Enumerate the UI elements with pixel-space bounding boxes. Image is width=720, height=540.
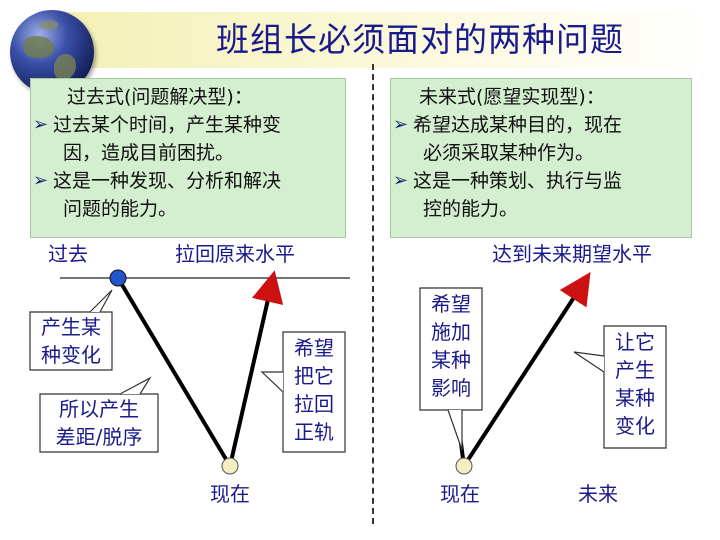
right-now-dot [456,458,472,474]
callout-influence: 希望 施加 某种 影响 [420,290,482,408]
callout-influence-line-1: 希望 [420,290,482,318]
left-now-dot [222,458,238,474]
future-label: 未来 [578,482,618,506]
callout-hope-line-1: 希望 [283,334,345,362]
right-now-label: 现在 [440,482,480,506]
callout-gap: 所以产生 差距/脱序 [40,395,158,451]
callout-hope-pointer [262,372,283,392]
callout-hope: 希望 把它 拉回 正轨 [283,334,345,450]
callout-change-right-line-3: 某种 [604,384,666,412]
callout-influence-line-2: 施加 [420,318,482,346]
callout-change-line-1: 产生某 [30,313,112,341]
callout-change-right: 让它 产生 某种 变化 [604,328,666,446]
callout-change: 产生某 种变化 [30,313,112,369]
past-label: 过去 [48,242,88,266]
callout-change-pointer [90,290,112,312]
callout-influence-pointer [448,410,462,450]
callout-hope-line-3: 拉回 [283,390,345,418]
callout-hope-line-4: 正轨 [283,418,345,446]
callout-change-right-line-1: 让它 [604,328,666,356]
callout-change-right-line-2: 产生 [604,356,666,384]
callout-gap-line-1: 所以产生 [40,395,158,423]
callout-influence-line-4: 影响 [420,374,482,402]
callout-gap-pointer [120,378,150,394]
callout-gap-line-2: 差距/脱序 [40,423,158,451]
target-level-label: 达到未来期望水平 [492,242,652,266]
left-now-label: 现在 [210,482,250,506]
restore-level-label: 拉回原来水平 [175,242,295,266]
callout-influence-line-3: 某种 [420,346,482,374]
callout-change-line-2: 种变化 [30,341,112,369]
callout-change-right-line-4: 变化 [604,412,666,440]
past-dot [110,270,126,286]
callout-hope-line-2: 把它 [283,362,345,390]
callout-change-right-pointer [574,352,604,372]
